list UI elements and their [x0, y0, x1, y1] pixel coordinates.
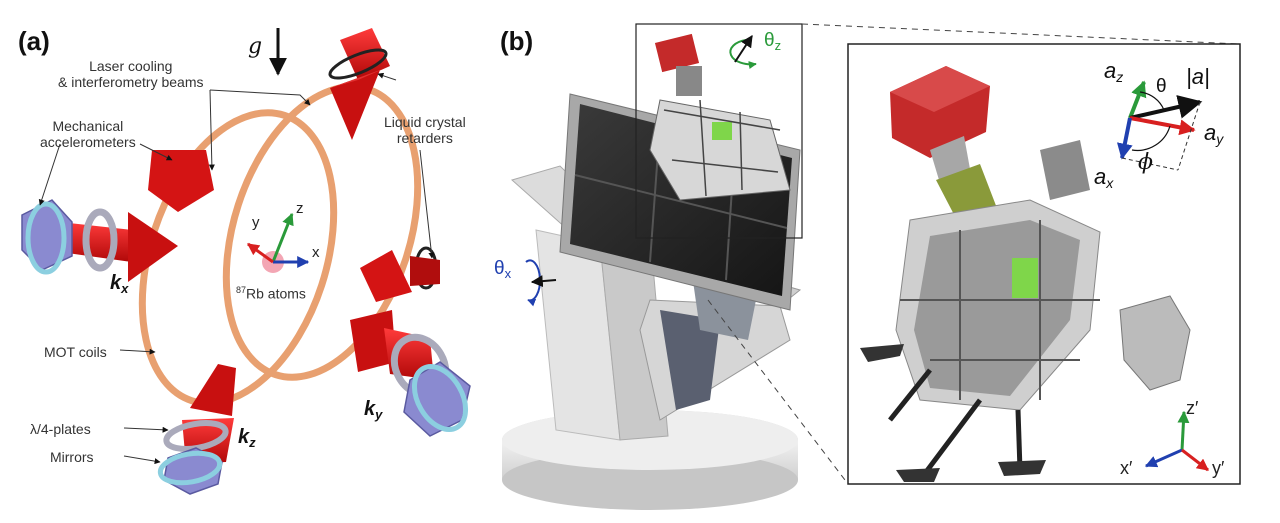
kx-sub: x [121, 281, 129, 296]
axis-z-label: z [296, 200, 304, 217]
mech-label-line1: Mechanical [52, 118, 124, 134]
rb-isotope: 87 [236, 285, 247, 295]
yp-arrow [1181, 448, 1209, 472]
ax-sub: x [1106, 175, 1114, 191]
theta-z-rotation-arrow [729, 39, 757, 70]
rb-atoms-label: 87Rb atoms [236, 282, 306, 302]
xp-label: x′ [1120, 458, 1133, 478]
ay-a: a [1204, 120, 1217, 145]
laser-label-line1: Laser cooling [89, 58, 173, 74]
axis-x-label: x [312, 244, 320, 261]
beam-right-mid [360, 246, 440, 302]
mech-accel-label: Mechanical accelerometers [40, 118, 136, 150]
ky-label: ky [364, 398, 382, 422]
theta-x-sub: x [504, 266, 512, 281]
axis-z-arrow [271, 212, 294, 263]
laser-beams-label: Laser cooling & interferometry beams [58, 58, 204, 90]
ky-sub: y [375, 407, 383, 422]
xp-arrow [1144, 448, 1183, 468]
theta-z-label: θz [764, 30, 781, 53]
theta-z-symbol: θ [764, 30, 775, 51]
beam-ky [350, 310, 471, 437]
zoom-box [635, 23, 803, 239]
phi-angle-label: ϕ [1138, 150, 1153, 175]
ax-arrow [1116, 117, 1133, 160]
gravity-label: g [248, 34, 263, 59]
theta-z-sub: z [774, 38, 782, 53]
az-sub: z [1116, 69, 1124, 85]
a-magnitude-label: |a| [1186, 64, 1210, 89]
kz-sub: z [249, 435, 256, 450]
az-label: az [1104, 58, 1123, 85]
ay-sub: y [1216, 131, 1224, 147]
axis-y-arrow [247, 242, 274, 264]
inset-drawing [847, 43, 1241, 485]
panel-b-drawing [502, 23, 1241, 510]
mech-label-line2: accelerometers [40, 134, 136, 150]
leader-lines [38, 72, 435, 465]
lcr-label: Liquid crystal retarders [384, 114, 466, 146]
yp-label: y′ [1212, 458, 1225, 478]
panel-b-label: (b) [500, 26, 534, 56]
ay-label: ay [1204, 120, 1223, 147]
az-arrow [1128, 80, 1147, 119]
mirrors-label: Mirrors [50, 449, 94, 465]
zp-arrow [1177, 410, 1190, 451]
beam-kx [21, 199, 178, 282]
ax-a: a [1094, 164, 1107, 189]
ky-k: k [364, 398, 376, 420]
panel-a-label: (a) [18, 26, 50, 56]
az-a: a [1104, 58, 1117, 83]
a-magnitude-arrow [1129, 95, 1203, 120]
ay-arrow [1129, 116, 1196, 136]
zp-label: z′ [1186, 398, 1199, 418]
theta-x-label: θx [494, 258, 511, 281]
beam-kz [157, 364, 236, 495]
theta-x-rotation-arrow [525, 259, 541, 307]
kx-label: kx [110, 272, 128, 296]
kz-k: k [238, 426, 250, 448]
beam-upper-left [148, 150, 214, 212]
ax-label: ax [1094, 164, 1113, 191]
lcr-label-line2: retarders [396, 130, 453, 146]
panel-a-drawing [21, 28, 471, 495]
theta-x-symbol: θ [494, 258, 505, 279]
qwp-label: λ/4-plates [30, 421, 91, 437]
beam-top [328, 28, 390, 140]
lcr-label-line1: Liquid crystal [384, 114, 466, 130]
laser-label-line2: & interferometry beams [58, 74, 204, 90]
theta-angle-label: θ [1156, 76, 1167, 97]
kx-k: k [110, 272, 122, 294]
rb-atoms-text: Rb atoms [246, 285, 306, 302]
kz-label: kz [238, 426, 256, 450]
axis-y-label: y [252, 214, 260, 231]
mot-coils-label: MOT coils [44, 344, 107, 360]
